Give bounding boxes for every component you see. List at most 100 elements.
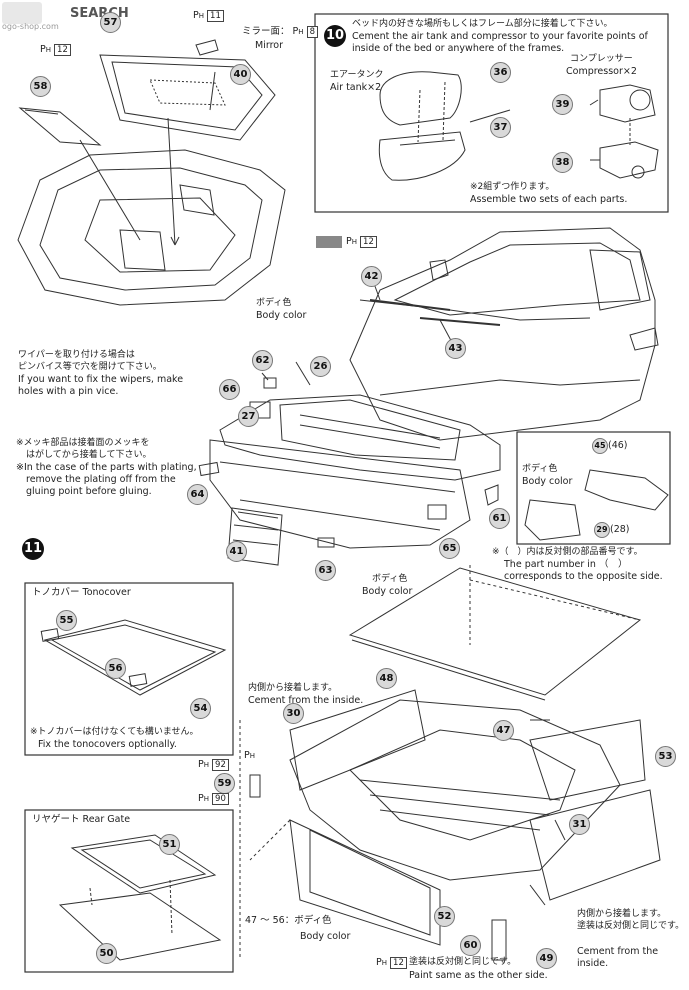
paint-same-jp: 塗装は反対側と同じです。 bbox=[409, 957, 517, 967]
part-31: 31 bbox=[569, 814, 590, 835]
part-62: 62 bbox=[252, 350, 273, 371]
tonocover-note-jp: ※トノカバーは付けなくても構いません。 bbox=[30, 727, 199, 737]
part-51: 51 bbox=[159, 834, 180, 855]
part-59: 59 bbox=[214, 773, 235, 794]
ph-code: 8 bbox=[306, 26, 318, 38]
part-52: 52 bbox=[434, 906, 455, 927]
wiper-note-en2: holes with a pin vice. bbox=[18, 386, 119, 397]
part-38: 38 bbox=[552, 152, 573, 173]
body-color-range-label: 47 ～ 56：ボディ色 bbox=[245, 915, 332, 927]
ph-11-label: PH 11 bbox=[193, 10, 224, 22]
ph-sub: H bbox=[249, 752, 255, 760]
ph-sub: H bbox=[298, 28, 304, 36]
wiper-note-en1: If you want to fix the wipers, make bbox=[18, 374, 184, 385]
part-48: 48 bbox=[376, 668, 397, 689]
mirror-face-en: Mirror bbox=[255, 40, 283, 51]
ph-prefix: P bbox=[292, 26, 299, 37]
part-26: 26 bbox=[310, 356, 331, 377]
part-57: 57 bbox=[100, 12, 121, 33]
step-10-note-en: Assemble two sets of each parts. bbox=[470, 194, 628, 205]
part-29: 29 bbox=[594, 522, 610, 538]
ph-prefix: P bbox=[198, 759, 204, 770]
part-58: 58 bbox=[30, 76, 51, 97]
ph-code: 12 bbox=[360, 236, 377, 248]
ph-prefix: P bbox=[346, 236, 352, 247]
body-color-en-2: Body color bbox=[362, 586, 413, 597]
ph-sub: H bbox=[198, 12, 204, 20]
body-color-range-en: Body color bbox=[300, 931, 351, 942]
compressor-jp: コンプレッサー bbox=[570, 54, 633, 64]
part-45: 45 bbox=[592, 438, 608, 454]
step-10-note-jp: ※2組ずつ作ります。 bbox=[470, 182, 555, 192]
ph-prefix: P bbox=[244, 750, 250, 761]
mirror-45-label: 45(46) bbox=[592, 438, 628, 454]
ph-12-label-b: PH 12 bbox=[346, 236, 377, 248]
part-28-opposite: (28) bbox=[610, 524, 630, 535]
ph-sub: H bbox=[45, 46, 51, 54]
paint-same-en: Paint same as the other side. bbox=[409, 970, 548, 981]
part-53: 53 bbox=[655, 746, 676, 767]
ph-sub: H bbox=[203, 795, 209, 803]
ph-12-label-d: PH 12 bbox=[376, 957, 407, 969]
part-49: 49 bbox=[536, 948, 557, 969]
part-61: 61 bbox=[489, 508, 510, 529]
opposite-note-jp: ※（ ）内は反対側の部品番号です。 bbox=[492, 547, 643, 557]
color-swatch bbox=[316, 236, 342, 248]
part-65: 65 bbox=[439, 538, 460, 559]
wiper-note-jp1: ワイパーを取り付ける場合は bbox=[18, 350, 135, 360]
part-37: 37 bbox=[490, 117, 511, 138]
part-55: 55 bbox=[56, 610, 77, 631]
step-10-en2: inside of the bed or anywhere of the fra… bbox=[352, 43, 565, 54]
air-tank-en: Air tank×2 bbox=[330, 82, 382, 93]
ph-90-label: PH 90 bbox=[198, 793, 229, 805]
ph-label-c: PH bbox=[244, 750, 255, 762]
plating-note-en3: gluing point before gluing. bbox=[26, 486, 152, 497]
part-60: 60 bbox=[460, 935, 481, 956]
ph-sub: H bbox=[381, 959, 387, 967]
watermark-url: ogo-shop.com bbox=[2, 22, 59, 31]
part-50: 50 bbox=[96, 943, 117, 964]
mirror-29-label: 29(28) bbox=[594, 522, 630, 538]
part-63: 63 bbox=[315, 560, 336, 581]
part-64: 64 bbox=[187, 484, 208, 505]
plating-note-jp2: はがしてから接着して下さい。 bbox=[26, 450, 152, 460]
body-color-jp-1: ボディ色 bbox=[256, 298, 292, 308]
ph-prefix: P bbox=[193, 10, 199, 21]
body-color-jp-2: ボディ色 bbox=[372, 574, 408, 584]
opposite-note-en1: The part number in （ ） bbox=[504, 559, 628, 570]
watermark-logo bbox=[2, 2, 42, 24]
opposite-note-en2: corresponds to the opposite side. bbox=[504, 571, 663, 582]
ph-code: 90 bbox=[212, 793, 229, 805]
part-39: 39 bbox=[552, 94, 573, 115]
part-43: 43 bbox=[445, 338, 466, 359]
ph-12-label-a: PH 12 bbox=[40, 44, 71, 56]
body-color-range: 47 ～ 56：ボディ色 bbox=[245, 915, 332, 926]
ph-sub: H bbox=[351, 238, 357, 246]
plating-note-en2: remove the plating off from the bbox=[26, 474, 176, 485]
tonocover-note-en: Fix the tonocovers optionally. bbox=[38, 739, 177, 750]
plating-note-en1: ※In the case of the parts with plating, bbox=[16, 462, 197, 473]
step-11-badge: 11 bbox=[22, 538, 44, 560]
part-46-opposite: (46) bbox=[608, 440, 628, 451]
part-54: 54 bbox=[190, 698, 211, 719]
ph-92-label: PH 92 bbox=[198, 759, 229, 771]
step-10-jp: ベッド内の好きな場所もしくはフレーム部分に接着して下さい。 bbox=[352, 19, 613, 29]
body-color-en-1: Body color bbox=[256, 310, 307, 321]
cement-inside-jp: 内側から接着します。 bbox=[248, 683, 338, 693]
cement-inside2-en1: Cement from the bbox=[577, 946, 659, 957]
part-30: 30 bbox=[283, 703, 304, 724]
part-40: 40 bbox=[230, 64, 251, 85]
part-66: 66 bbox=[219, 379, 240, 400]
wiper-note-jp2: ピンバイス等で穴を開けて下さい。 bbox=[18, 362, 162, 372]
mirror-face-label: ミラー面： PH 8 bbox=[242, 26, 318, 38]
part-41: 41 bbox=[226, 541, 247, 562]
compressor-en: Compressor×2 bbox=[566, 66, 637, 77]
body-color-en-3: Body color bbox=[522, 476, 573, 487]
ph-sub: H bbox=[203, 761, 209, 769]
ph-code: 11 bbox=[207, 10, 224, 22]
step-10-badge: 10 bbox=[324, 25, 346, 47]
watermark: SEARCH ogo-shop.com bbox=[0, 0, 160, 34]
part-27: 27 bbox=[238, 406, 259, 427]
plating-note-jp1: ※メッキ部品は接着面のメッキを bbox=[16, 438, 150, 448]
